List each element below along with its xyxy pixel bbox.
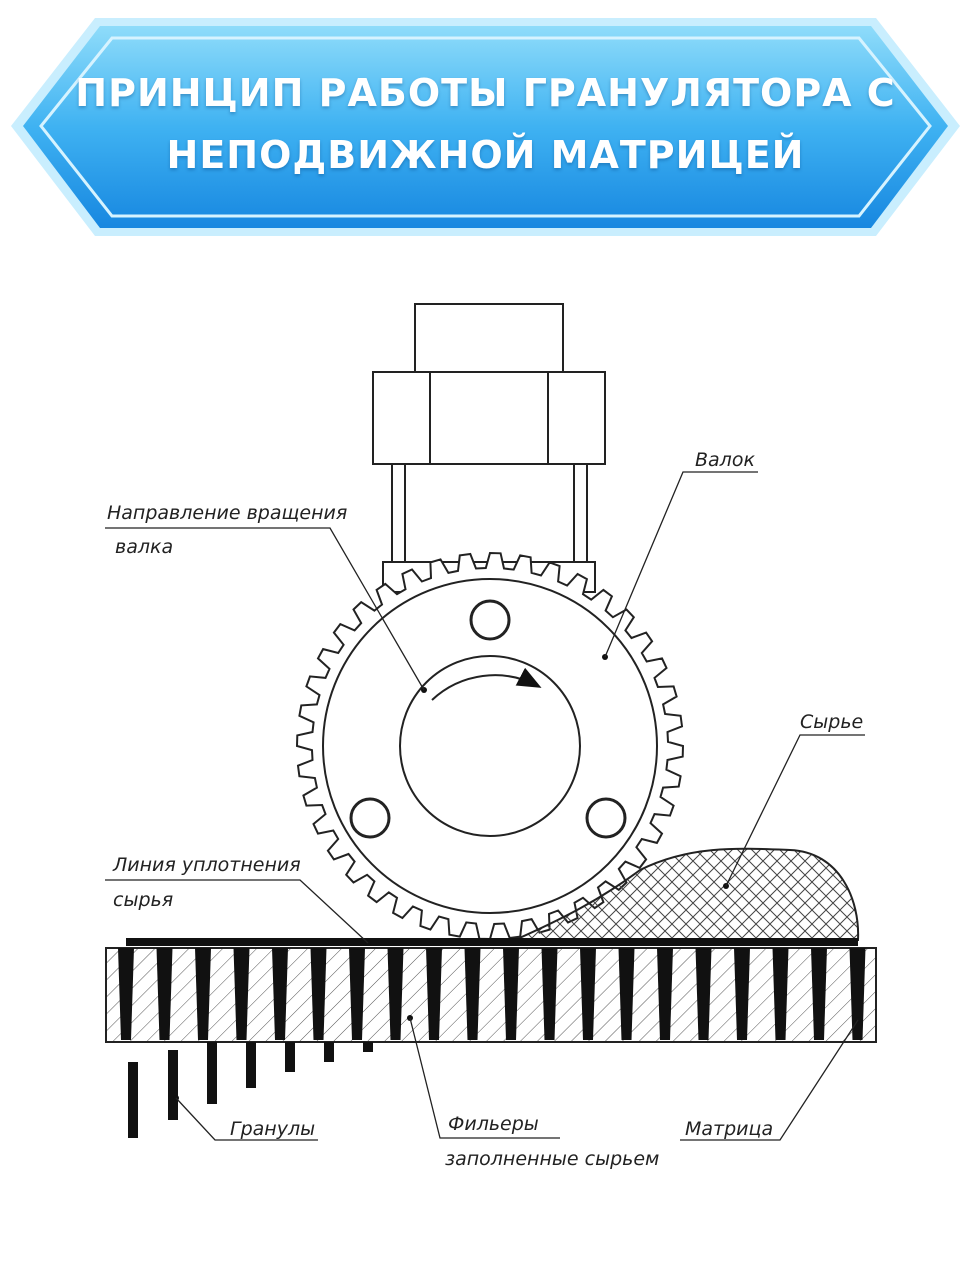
banner-inner-line [39, 36, 932, 218]
matrix-channel [426, 948, 442, 1040]
matrix-channel [657, 948, 673, 1040]
leader-lines [105, 471, 865, 1141]
shaft-top [414, 303, 564, 375]
matrix-channel [503, 948, 519, 1040]
roller-inner-rim [322, 578, 658, 914]
roller [295, 551, 685, 941]
roller-bore [399, 655, 581, 837]
granule [246, 1042, 256, 1088]
matrix-channel [156, 948, 173, 1040]
label-rotation-line1: Направление вращения [107, 502, 347, 524]
title-banner [11, 18, 960, 236]
banner-body [23, 26, 948, 228]
leader-roller [604, 471, 758, 658]
label-channels-line2: заполненные сырьем [445, 1148, 659, 1170]
matrix-channel [464, 948, 481, 1040]
banner-title-line-2: НЕПОДВИЖНОЙ МАТРИЦЕЙ [166, 133, 805, 177]
matrix-channel [772, 948, 789, 1040]
leader-matrix [680, 1019, 859, 1141]
granule [207, 1042, 217, 1104]
matrix-channel [310, 948, 327, 1040]
label-compaction-line1: Линия уплотнения [112, 854, 301, 876]
label-matrix: Матрица [685, 1118, 773, 1140]
matrix-channel [580, 948, 596, 1040]
matrix-channel [195, 948, 211, 1040]
granule [363, 1042, 373, 1052]
leader-rotation [105, 527, 425, 691]
matrix-channel [118, 948, 134, 1040]
matrix-channel [695, 948, 712, 1040]
leader-compaction [105, 879, 369, 944]
shaft-assembly [372, 303, 606, 593]
matrix-channel [618, 948, 635, 1040]
granule [128, 1062, 138, 1138]
banner-title: ПРИНЦИП РАБОТЫ ГРАНУЛЯТОРА С НЕПОДВИЖНОЙ… [60, 62, 911, 186]
hex-nut [372, 371, 606, 465]
leader-granules [175, 1097, 318, 1141]
granulator-diagram: Валок Направление вращения валка Сырье Л… [105, 303, 877, 1170]
granule [285, 1042, 295, 1072]
granule [324, 1042, 334, 1062]
label-channels-line1: Фильеры [448, 1113, 539, 1135]
compaction-line [126, 938, 858, 946]
label-rotation-line2: валка [115, 536, 173, 558]
label-compaction-line2: сырья [113, 889, 173, 911]
raw-material [514, 847, 860, 941]
rotation-arrow [431, 667, 542, 701]
label-roller: Валок [695, 449, 755, 471]
matrix-channel [272, 948, 288, 1040]
label-raw: Сырье [800, 711, 863, 733]
granule [168, 1050, 178, 1120]
matrix [105, 947, 877, 1043]
roller-bolt-hole [585, 797, 627, 839]
matrix-channel [233, 948, 250, 1040]
leader-raw [725, 734, 865, 887]
matrix-channel [734, 948, 750, 1040]
matrix-channel [811, 948, 827, 1040]
banner-title-line-1: ПРИНЦИП РАБОТЫ ГРАНУЛЯТОРА С [75, 71, 896, 115]
matrix-channel [541, 948, 558, 1040]
matrix-channel [349, 948, 365, 1040]
roller-bolt-hole [469, 599, 511, 641]
matrix-channels [118, 948, 866, 1040]
matrix-channel [849, 948, 866, 1040]
matrix-body [105, 947, 877, 1043]
label-granules: Гранулы [230, 1118, 315, 1140]
shaft-collar [391, 463, 588, 563]
matrix-channel [387, 948, 404, 1040]
leader-channels [409, 1017, 560, 1139]
roller-bolt-hole [349, 797, 391, 839]
roller-teeth [295, 551, 685, 941]
